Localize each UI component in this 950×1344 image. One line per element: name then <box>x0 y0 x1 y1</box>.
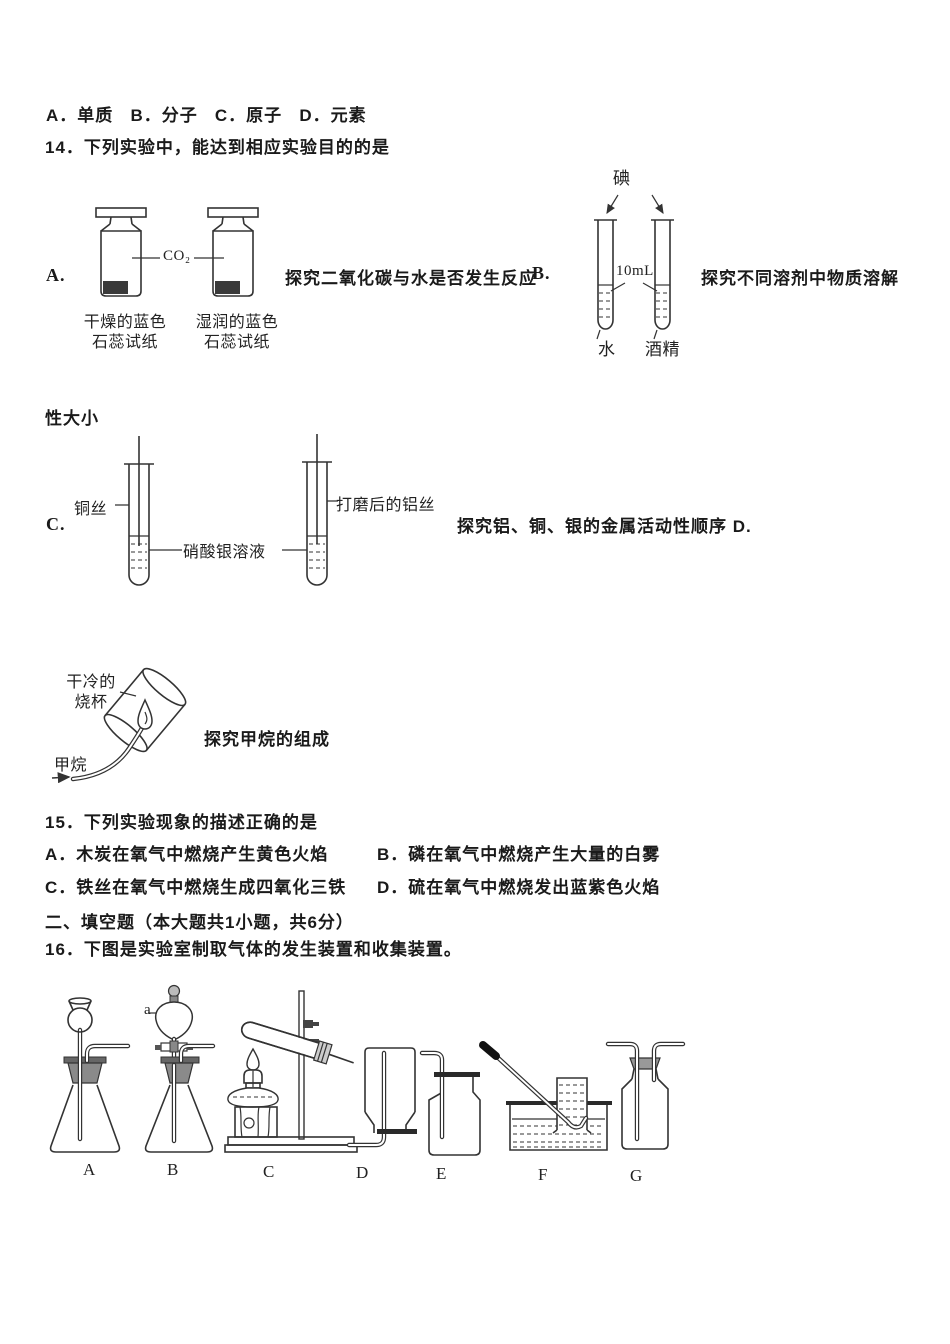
q15-option-c: C．铁丝在氧气中燃烧生成四氧化三铁 <box>45 878 347 897</box>
test-tube-copper <box>124 436 154 586</box>
iodine-label: 碘 <box>613 169 631 188</box>
aluminum-wire-label: 打磨后的铝丝 <box>336 497 436 514</box>
gas-bottle-1 <box>95 207 147 297</box>
arrow-to-water-tube <box>606 194 619 215</box>
dry-cold-beaker-label: 干冷的 烧杯 <box>66 674 116 711</box>
litmus-paper-moist <box>215 281 240 294</box>
q15-option-d: D．硫在氧气中燃烧发出蓝紫色火焰 <box>377 878 661 897</box>
moist-litmus-caption: 湿润的蓝色 石蕊试纸 <box>195 314 279 351</box>
apparatus-label-b: B <box>167 1160 179 1179</box>
q15-option-a: A．木炭在氧气中燃烧产生黄色火焰 <box>45 845 329 864</box>
wood-block <box>234 1106 278 1138</box>
diagram-gas-apparatus <box>49 984 686 1156</box>
test-tube-aluminum <box>302 434 332 586</box>
apparatus-label-d: D <box>356 1163 369 1182</box>
q14-option-c-label: C. <box>46 514 66 534</box>
clamp-bolt <box>303 1020 313 1028</box>
q14-option-b-purpose-cont: 性大小 <box>45 409 99 428</box>
volume-pointer-lines <box>610 282 658 292</box>
section2-heading: 二、填空题（本大题共1小题，共6分） <box>45 913 354 932</box>
arrow-to-alcohol-tube <box>651 194 664 215</box>
q14-option-d-purpose: 探究甲烷的组成 <box>204 730 330 749</box>
apparatus-b-flask-dropping-funnel <box>144 984 216 1153</box>
q15-option-b: B．磷在氧气中燃烧产生大量的白雾 <box>377 845 661 864</box>
inverted-beaker <box>103 667 187 753</box>
q14-option-c-purpose: 探究铝、铜、银的金属活动性顺序 D. <box>457 517 752 536</box>
diagram-co2-bottles <box>95 207 259 297</box>
glass-plate <box>377 1129 417 1134</box>
apparatus-label-e: E <box>436 1164 447 1183</box>
apparatus-c-heated-tube-stand <box>224 990 358 1153</box>
q13-options-line: A．单质 B．分子 C．原子 D．元素 <box>46 106 367 125</box>
apparatus-label-f: F <box>538 1165 548 1184</box>
apparatus-a-flask-thistle-funnel <box>49 997 131 1153</box>
diagram-solvent-tubes <box>594 194 674 340</box>
test-tube-alcohol <box>651 219 674 340</box>
q14-option-a-label: A. <box>46 265 66 285</box>
thistle-funnel-bulb <box>67 1007 93 1033</box>
q14-option-b-purpose: 探究不同溶剂中物质溶解 <box>701 269 899 288</box>
label-pointer-lines <box>115 500 338 551</box>
diagram-metal-activity <box>115 434 338 586</box>
flame-icon <box>137 698 153 730</box>
funnel-port-a-label: a <box>144 1002 151 1018</box>
dry-litmus-caption: 干燥的蓝色 石蕊试纸 <box>83 314 167 351</box>
litmus-paper-dry <box>103 281 128 294</box>
co2-gas-label: CO₂ <box>163 248 191 264</box>
apparatus-f-water-trough <box>479 1041 612 1151</box>
q14-option-b-label: B. <box>532 263 551 283</box>
alcohol-label: 酒精 <box>645 340 680 359</box>
test-tube-water <box>594 219 617 340</box>
methane-flow-arrow <box>51 772 71 784</box>
apparatus-label-c: C <box>263 1162 275 1181</box>
lamp-flame <box>246 1047 260 1071</box>
water-label: 水 <box>598 340 616 359</box>
gas-tube <box>70 725 145 782</box>
q14-option-a-purpose: 探究二氧化碳与水是否发生反应 <box>285 269 537 288</box>
q14-stem: 14．下列实验中，能达到相应实验目的的是 <box>45 138 390 157</box>
apparatus-label-a: A <box>83 1160 96 1179</box>
horizontal-test-tube <box>240 1021 354 1065</box>
alcohol-lamp <box>227 1047 279 1108</box>
apparatus-d-inverted-bottle <box>346 1047 417 1148</box>
q15-stem: 15．下列实验现象的描述正确的是 <box>45 813 318 832</box>
delivery-tube-tip <box>328 1053 354 1064</box>
volume-label: 10mL <box>616 263 654 279</box>
silver-nitrate-label: 硝酸银溶液 <box>183 544 266 561</box>
dropping-funnel-bulb <box>154 1001 194 1040</box>
rubber-stopper <box>67 1062 103 1084</box>
beaker-pointer-line <box>119 691 137 697</box>
apparatus-label-g: G <box>630 1166 643 1185</box>
stand-rod <box>298 990 305 1140</box>
q16-stem: 16．下图是实验室制取气体的发生装置和收集装置。 <box>45 940 462 959</box>
glass-plate <box>434 1072 480 1077</box>
diagram-methane-beaker <box>51 667 187 784</box>
gas-bottle-2 <box>207 207 259 297</box>
rubber-stopper <box>164 1062 194 1084</box>
apparatus-g-washing-bottle <box>605 1041 686 1150</box>
methane-label: 甲烷 <box>54 757 88 774</box>
apparatus-e-upright-bottle <box>419 1050 481 1156</box>
rubber-tube-tip <box>479 1041 500 1060</box>
copper-wire-label: 铜丝 <box>74 501 108 518</box>
stand-base <box>227 1136 355 1146</box>
